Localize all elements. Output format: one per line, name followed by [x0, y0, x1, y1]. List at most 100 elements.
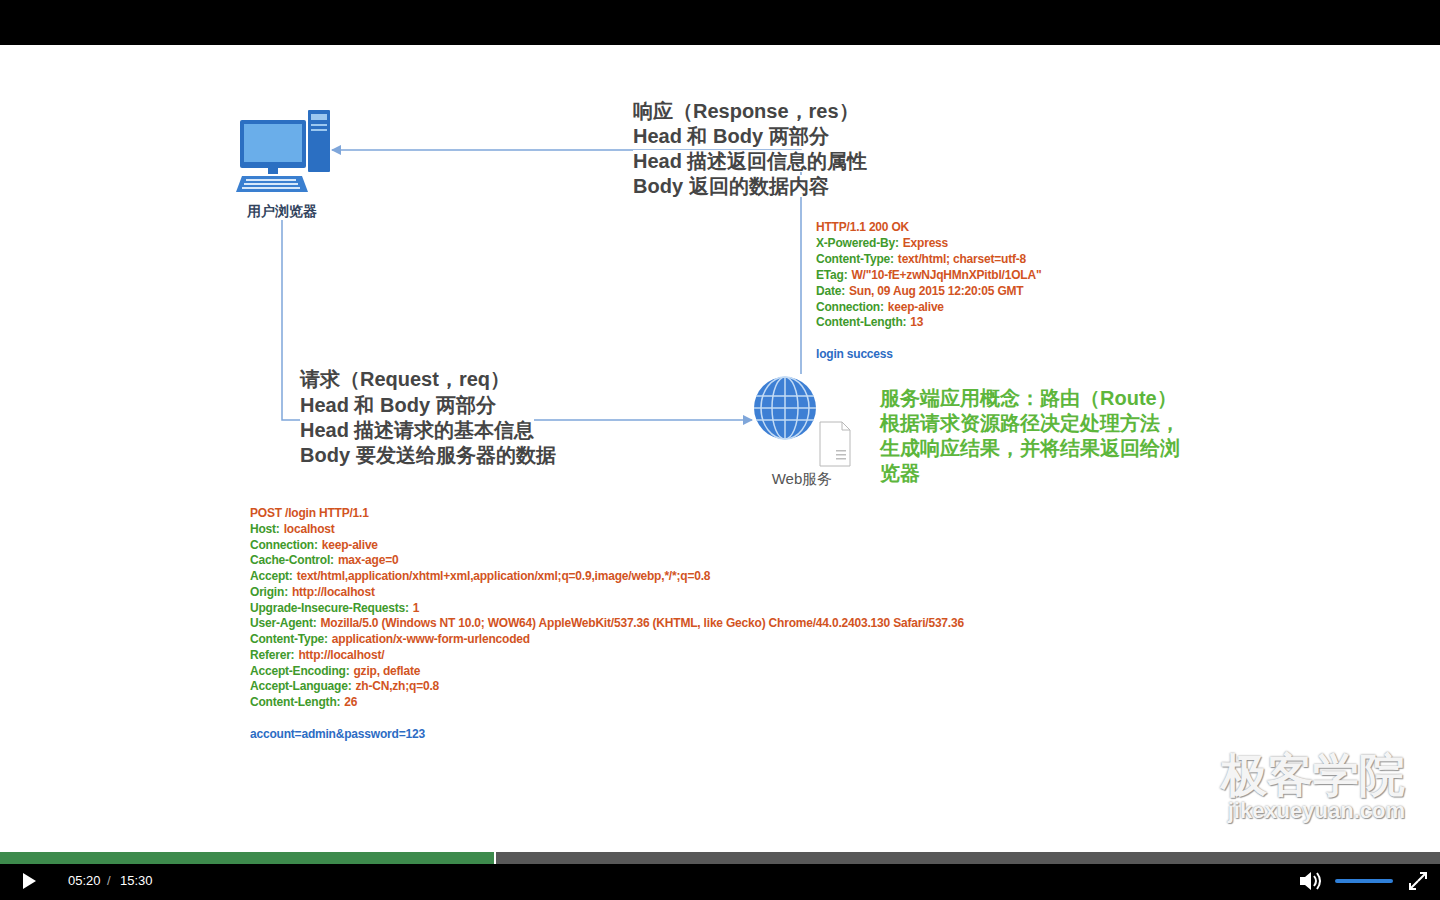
- http-header-value: keep-alive: [322, 538, 378, 552]
- text-row: Connection: keep-alive: [250, 538, 378, 554]
- text-row: Body 返回的数据内容: [633, 174, 829, 199]
- text-row: Head 和 Body 两部分: [300, 393, 496, 418]
- browser-node: 用户浏览器: [232, 106, 332, 220]
- text-row: POST /login HTTP/1.1: [250, 506, 369, 522]
- volume-icon: [1300, 872, 1320, 890]
- request-note: Head 和 Body 两部分: [300, 394, 496, 416]
- label-box: 极客学院: [1221, 748, 1405, 802]
- text-row: 根据请求资源路径决定处理方法，生成响应结果，并将结果返回给浏览器: [880, 411, 1186, 486]
- http-header-key: ETag:: [816, 268, 847, 282]
- text-row: Head 描述请求的基本信息: [300, 418, 534, 443]
- http-header-key: Cache-Control:: [250, 553, 334, 567]
- text-row: Accept: text/html,application/xhtml+xml,a…: [250, 569, 710, 585]
- request-note: Head 描述请求的基本信息: [300, 419, 534, 441]
- response-note: 响应（Response，res）: [633, 100, 859, 122]
- http-header-key: Accept-Language:: [250, 679, 351, 693]
- text-row: HTTP/1.1 200 OK: [816, 220, 909, 236]
- time-current: 05:20: [68, 873, 101, 888]
- http-header-key: Upgrade-Insecure-Requests:: [250, 601, 409, 615]
- http-start-line: HTTP/1.1 200 OK: [816, 220, 909, 234]
- text-row: 请求（Request，req）: [300, 367, 510, 392]
- http-header-key: Accept-Encoding:: [250, 664, 349, 678]
- text-row: Cache-Control:max-age=0: [250, 553, 398, 569]
- http-header-value: http://localhost/: [298, 648, 384, 662]
- time-separator: /: [107, 873, 111, 888]
- text-row: ETag:W/"10-fE+zwNJqHMnXPitbl/1OLA": [816, 268, 1041, 284]
- http-header-value: Mozilla/5.0 (Windows NT 10.0; WOW64) App…: [320, 616, 963, 630]
- http-header-value: gzip, deflate: [353, 664, 420, 678]
- text-row: Accept-Language: zh-CN,zh;q=0.8: [250, 679, 439, 695]
- http-header-key: Accept:: [250, 569, 293, 583]
- volume-slider: [1335, 879, 1393, 883]
- control-bar: [0, 864, 1440, 900]
- response-note: Head 和 Body 两部分: [633, 125, 829, 147]
- watermark: 极客学院: [1221, 749, 1405, 801]
- http-header-value: 26: [344, 695, 357, 709]
- watermark: jikexueyuan.com: [1228, 798, 1405, 823]
- web-server-globe-icon: [752, 374, 852, 470]
- http-header-value: Express: [903, 236, 948, 250]
- text-row: Content-Type: application/x-www-form-urle…: [250, 632, 530, 648]
- label-box: 15:30: [120, 872, 153, 890]
- http-header-value: localhost: [284, 522, 335, 536]
- text-row: Content-Length:13: [816, 315, 923, 331]
- http-header-value: Sun, 09 Aug 2015 12:20:05 GMT: [849, 284, 1024, 298]
- browser-computer-icon: [232, 106, 332, 202]
- label-box: jikexueyuan.com: [1228, 798, 1405, 824]
- time-total: 15:30: [120, 873, 153, 888]
- http-header-key: Date:: [816, 284, 845, 298]
- http-header-value: http://localhost: [292, 585, 375, 599]
- text-row: Connection: keep-alive: [816, 300, 944, 316]
- text-row: Upgrade-Insecure-Requests: 1: [250, 601, 419, 617]
- http-body: login success: [816, 347, 893, 361]
- progress-track: [0, 852, 1440, 864]
- label-box: /: [107, 872, 111, 890]
- response-note: Head 描述返回信息的属性: [633, 150, 867, 172]
- text-row: 响应（Response，res）: [633, 99, 859, 124]
- text-row: Referer: http://localhost/: [250, 648, 384, 664]
- text-row: Host: localhost: [250, 522, 335, 538]
- text-row: Origin: http://localhost: [250, 585, 375, 601]
- http-header-key: Connection:: [816, 300, 884, 314]
- http-header-key: X-Powered-By:: [816, 236, 899, 250]
- request-note: 请求（Request，req）: [300, 368, 510, 390]
- node-label-line: Web服务: [752, 470, 852, 488]
- progress-fill: [0, 852, 495, 864]
- http-header-value: application/x-www-form-urlencoded: [332, 632, 530, 646]
- web-server-node: Web服务: [752, 374, 852, 488]
- http-start-line: POST /login HTTP/1.1: [250, 506, 369, 520]
- route-note: 根据请求资源路径决定处理方法，生成响应结果，并将结果返回给浏览器: [880, 412, 1180, 484]
- http-header-key: Connection:: [250, 538, 318, 552]
- http-header-key: Content-Type:: [816, 252, 894, 266]
- text-row: Accept-Encoding: gzip, deflate: [250, 664, 420, 680]
- label-box: 05:20: [68, 872, 101, 890]
- http-header-value: keep-alive: [888, 300, 944, 314]
- top-bar: [0, 0, 1440, 45]
- text-row: Head 描述返回信息的属性: [633, 149, 867, 174]
- play-icon: [23, 873, 36, 889]
- http-header-key: Referer:: [250, 648, 294, 662]
- text-row: Content-Length:26: [250, 695, 357, 711]
- http-header-key: User-Agent:: [250, 616, 316, 630]
- http-header-value: 1: [413, 601, 419, 615]
- http-header-value: text/html,application/xhtml+xml,applicat…: [297, 569, 711, 583]
- text-row: account=admin&password=123: [250, 727, 425, 743]
- http-header-value: 13: [910, 315, 923, 329]
- node-label: Web服务: [772, 470, 833, 488]
- http-body: account=admin&password=123: [250, 727, 425, 741]
- fullscreen-icon: [1410, 873, 1426, 889]
- node-label: 用户浏览器: [247, 202, 317, 220]
- text-row: X-Powered-By: Express: [816, 236, 948, 252]
- http-header-key: Host:: [250, 522, 280, 536]
- text-row: login success: [816, 347, 893, 363]
- http-header-key: Content-Type:: [250, 632, 328, 646]
- text-row: Content-Type:text/html; charset=utf-8: [816, 252, 1026, 268]
- text-row: Date: Sun, 09 Aug 2015 12:20:05 GMT: [816, 284, 1024, 300]
- progress-marker: [494, 852, 496, 864]
- route-note: 服务端应用概念：路由（Route）: [880, 387, 1177, 409]
- http-header-value: zh-CN,zh;q=0.8: [355, 679, 439, 693]
- connector-arrow: [282, 220, 752, 420]
- text-row: Body 要发送给服务器的数据: [300, 443, 556, 468]
- http-header-key: Origin:: [250, 585, 288, 599]
